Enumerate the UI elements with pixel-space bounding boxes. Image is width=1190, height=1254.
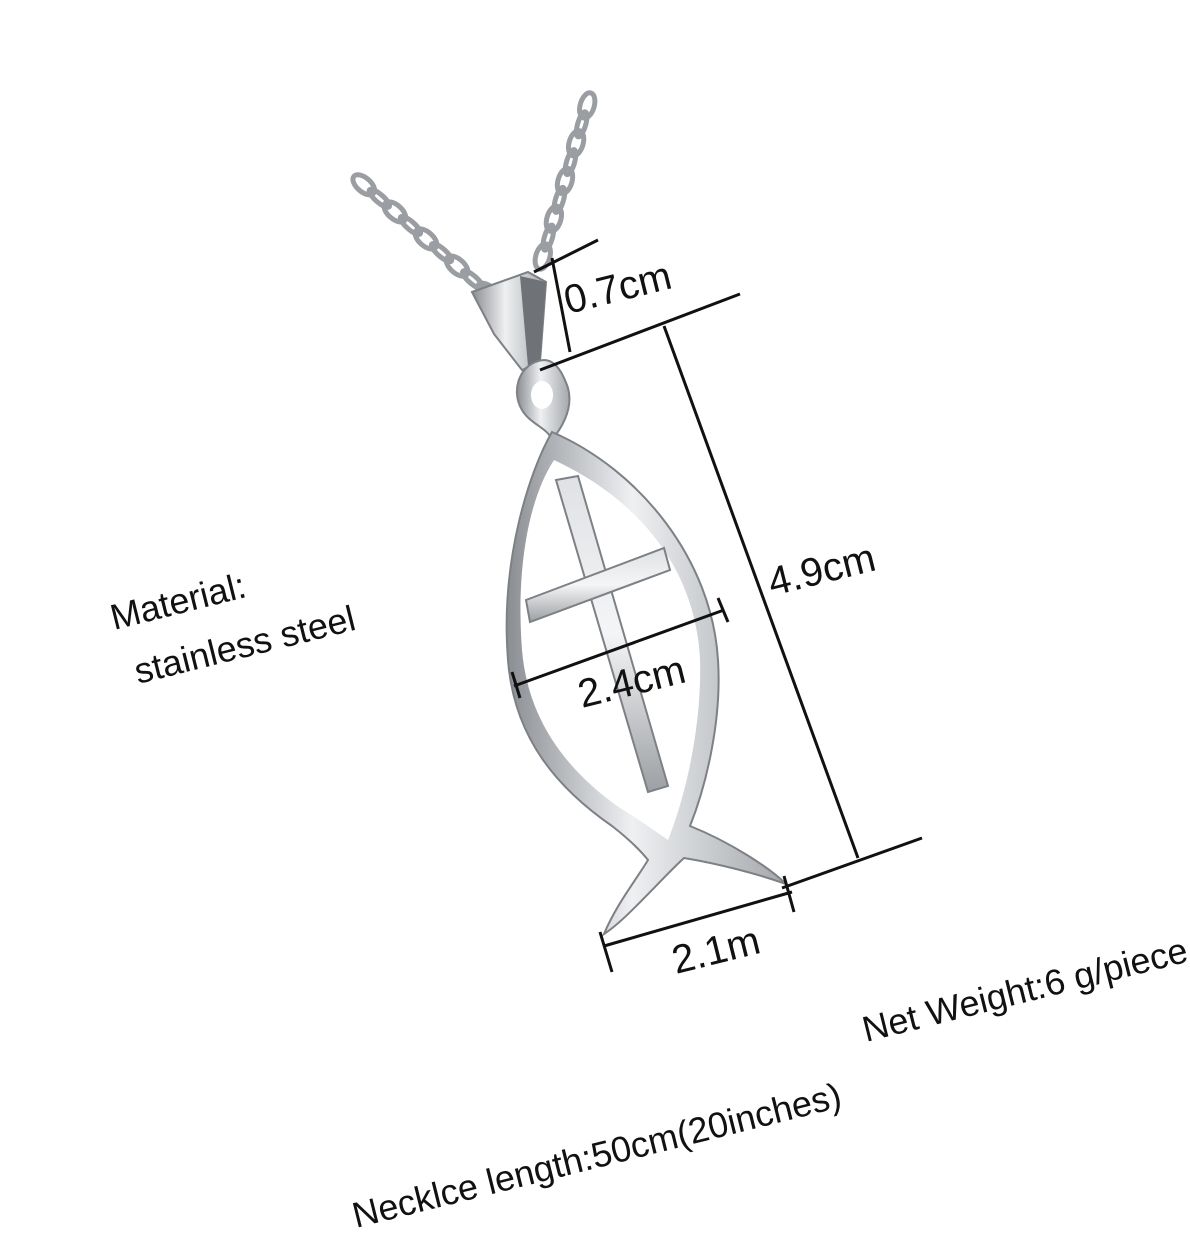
chain-link (554, 165, 576, 197)
chain-link (412, 226, 440, 252)
chain-link (551, 184, 568, 215)
chain-link (540, 222, 557, 253)
chain-link (366, 186, 392, 210)
chain-link (397, 213, 424, 238)
chain-link (443, 253, 471, 279)
fish-cross-pendant-icon (505, 358, 787, 937)
chain-link (562, 147, 579, 178)
chain-link (350, 172, 378, 198)
total-height-label: 4.9cm (764, 536, 880, 605)
chain-link (573, 109, 590, 140)
chain-link (577, 90, 598, 121)
chain-link (428, 240, 455, 265)
bail-height-label: 0.7cm (560, 254, 676, 323)
chain-icon (350, 90, 598, 306)
chain-link (381, 199, 409, 225)
chain-link (543, 203, 565, 234)
dimension-lines (510, 238, 923, 973)
necklace-length-label: Necklce length:50cm(20inches) (348, 1074, 845, 1235)
net-weight-label: Net Weight:6 g/piece (858, 929, 1190, 1049)
chain-link (565, 128, 587, 159)
tail-width-label: 2.1m (668, 919, 765, 983)
